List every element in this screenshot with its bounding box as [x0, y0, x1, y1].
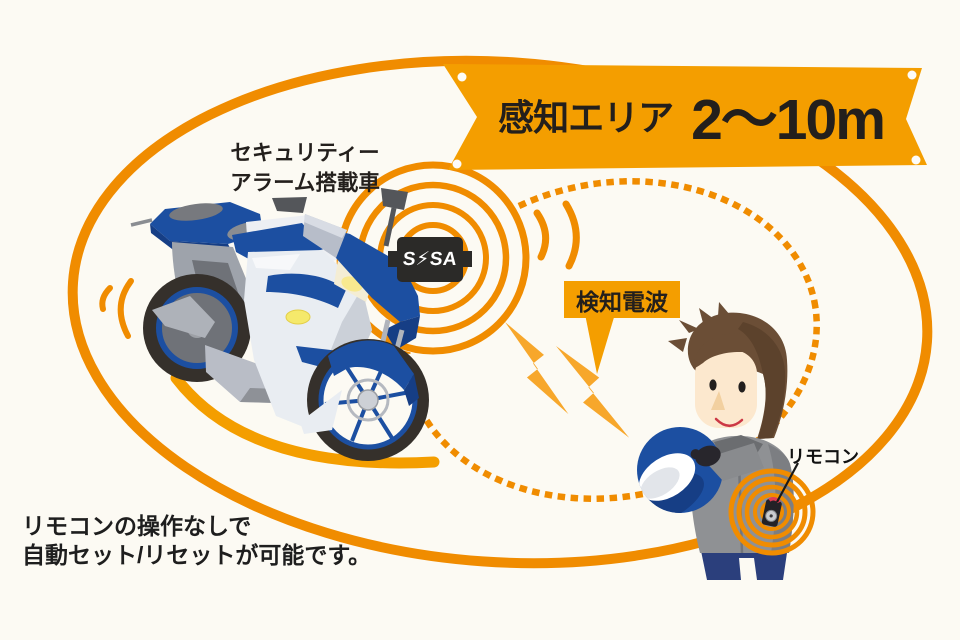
motorcycle-illustration — [130, 188, 429, 461]
wave-callout-label: 検知電波 — [576, 288, 668, 315]
vehicle-label-line1: セキュリティー — [230, 141, 380, 165]
detection-banner-ribbon — [443, 64, 927, 170]
glove-icon — [690, 445, 721, 467]
vibration-waves-icon — [99, 278, 134, 339]
remote-pointer-line — [776, 462, 799, 503]
banner-label: 感知エリア — [498, 97, 674, 138]
remote-control-icon — [761, 497, 782, 527]
detection-banner: 感知エリア 2〜10m — [468, 68, 914, 162]
rider-face — [695, 350, 757, 428]
remote-label: リモコン — [787, 447, 859, 467]
caption-line1: リモコンの操作なしで — [22, 513, 252, 539]
alarm-unit-label: S⚡SA — [401, 249, 459, 270]
vehicle-label: セキュリティー アラーム搭載車 — [205, 138, 405, 198]
ground-swoosh — [170, 372, 440, 469]
helmet-icon — [637, 427, 723, 513]
wave-callout-bubble — [564, 281, 680, 374]
alarm-unit-icon — [388, 237, 472, 282]
detection-area-ellipse — [67, 55, 933, 569]
banner-value: 2〜10m — [691, 88, 886, 152]
rider-arm — [703, 443, 764, 481]
banner-grommets — [452, 70, 921, 169]
signal-waves-icon — [533, 200, 580, 270]
caption: リモコンの操作なしで 自動セット/リセットが可能です。 — [22, 512, 371, 569]
vehicle-label-line2: アラーム搭載車 — [230, 171, 380, 196]
caption-line2: 自動セット/リセットが可能です。 — [22, 541, 372, 568]
lightning-bolts-icon — [505, 315, 630, 449]
